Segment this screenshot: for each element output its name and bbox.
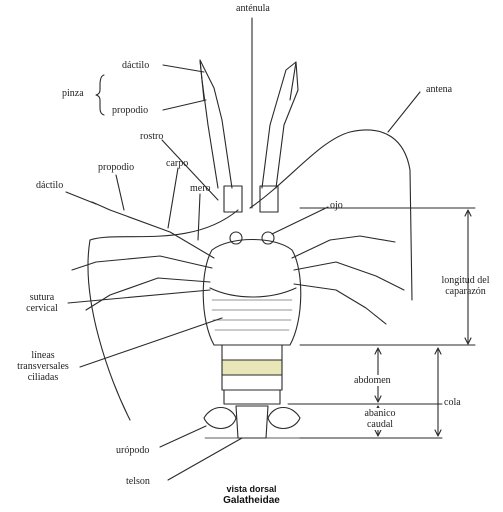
line-antena [388,92,420,132]
left-leg-2 [72,256,212,270]
label-lineas-line2: transversales [2,361,84,372]
right-uropod [268,408,300,429]
pinza-brace [96,75,104,115]
label-pinza: pinza [62,88,84,99]
line-propodio [116,175,124,210]
line-propodio-pinza [163,100,206,110]
abdomen-segment-2 [222,360,282,375]
label-uropodo: urópodo [116,445,149,456]
antenna-right [250,130,412,300]
telson-shape [236,406,268,438]
label-abanico: abanico caudal [350,408,410,430]
label-longitud-line1: longitud del [428,275,503,286]
label-abdomen: abdomen [354,375,391,386]
label-dactilo: dáctilo [36,180,63,191]
line-uropodo [160,426,206,447]
line-telson [168,438,242,480]
label-propodio: propodio [98,162,134,173]
right-claw-dactyl [290,62,296,100]
label-sutura-line2: cervical [12,303,72,314]
caption-family: Galatheidae [0,495,503,506]
label-propodio-pinza: propodio [112,105,148,116]
label-cola: cola [444,397,461,408]
antenna-left [88,210,238,420]
label-lineas-line1: líneas [2,350,84,361]
label-abanico-line2: caudal [350,419,410,430]
line-dactilo-pinza [163,65,204,72]
label-sutura-line1: sutura [12,292,72,303]
caption-view: vista dorsal [0,484,503,494]
line-lineas [80,318,222,367]
line-dactilo [66,192,96,204]
left-leg-3 [86,278,210,310]
right-leg-3 [294,284,386,324]
label-antena: antena [426,84,452,95]
right-leg-1 [292,236,395,258]
label-rostro: rostro [140,131,163,142]
label-abanico-line1: abanico [350,408,410,419]
label-ojo: ojo [330,200,343,211]
line-ojo [272,207,328,234]
abdomen-segment-3 [222,375,282,390]
left-claw [200,60,232,188]
label-lineas: líneas transversales ciliadas [2,350,84,383]
transverse-lines [212,300,292,330]
abdomen-segment-1 [222,345,282,360]
label-antenula: anténula [236,3,270,14]
left-carpus [224,186,242,212]
cervical-suture [210,288,296,297]
left-uropod [204,408,236,429]
label-carpo: carpo [166,158,188,169]
label-longitud-line2: caparazón [428,286,503,297]
line-mero [198,194,200,240]
label-lineas-line3: ciliadas [2,372,84,383]
abdomen-segment-4 [224,390,280,404]
label-sutura: sutura cervical [12,292,72,314]
label-longitud: longitud del caparazón [428,275,503,297]
label-mero: mero [190,183,211,194]
right-leg-2 [294,262,404,290]
left-eye [230,232,242,244]
line-carpo [168,168,178,228]
left-leg-1 [92,202,214,258]
label-dactilo-pinza: dáctilo [122,60,149,71]
